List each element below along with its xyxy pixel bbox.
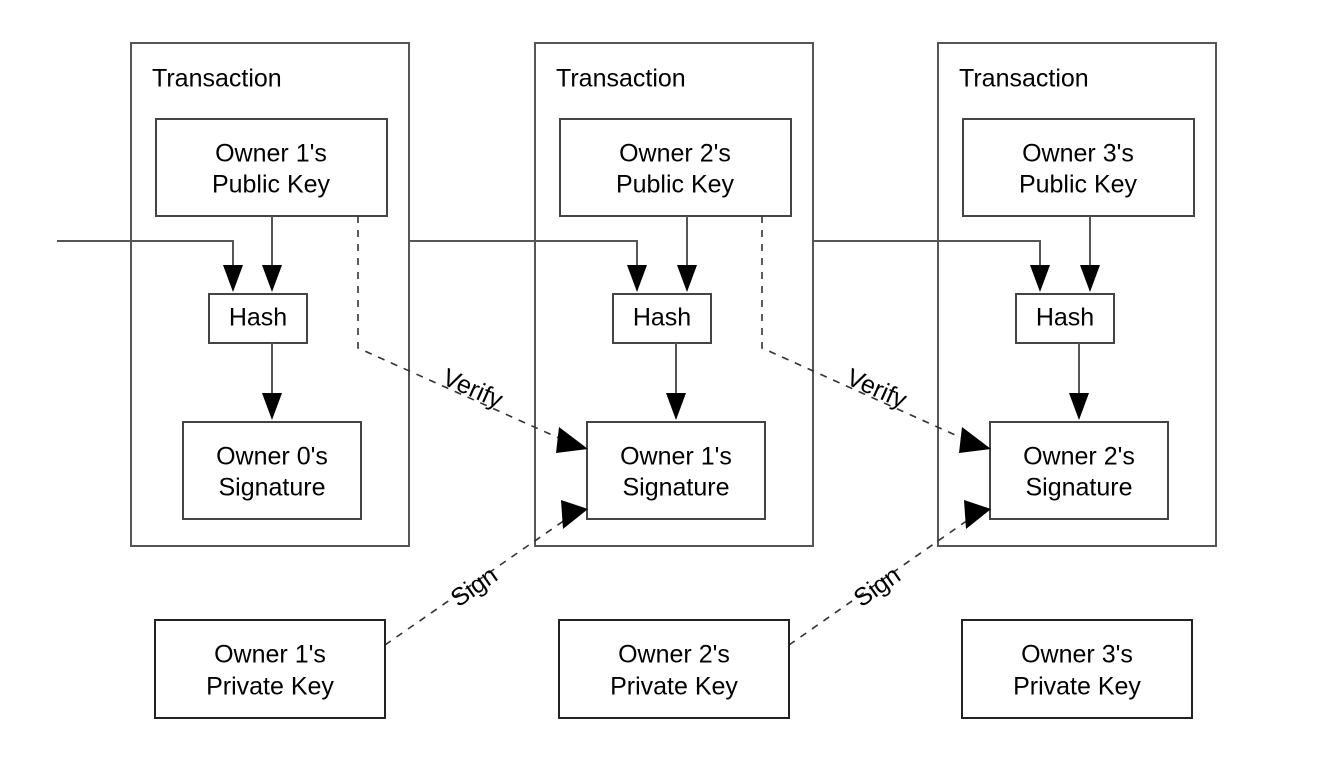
transaction-2-group: Transaction Owner 2's Public Key Hash Ow… bbox=[409, 42, 814, 547]
transaction-1-public-key-line2: Public Key bbox=[212, 171, 331, 199]
transaction-1-signature-box[interactable] bbox=[182, 421, 362, 520]
arrow-head-into-transaction-2-signature bbox=[666, 393, 686, 420]
chain-line-into-transaction-2-hash bbox=[409, 240, 638, 268]
transaction-2-signature-line2: Signature bbox=[622, 474, 729, 502]
transaction-2-signature-box[interactable] bbox=[586, 421, 766, 520]
sign-edge-1-label: Sign bbox=[446, 561, 503, 613]
arrow-head-sign-edge-1 bbox=[561, 500, 588, 529]
transaction-2-hash-box[interactable] bbox=[612, 293, 712, 344]
arrow-head-verify-edge-2 bbox=[959, 427, 991, 453]
transaction-2-hash-label: Hash bbox=[633, 304, 691, 332]
transaction-3-title: Transaction bbox=[959, 65, 1089, 93]
transaction-3-public-key-line2: Public Key bbox=[1019, 171, 1138, 199]
private-key-1-line1: Owner 1's bbox=[214, 641, 326, 669]
transaction-3-public-key-box[interactable] bbox=[962, 118, 1195, 217]
transaction-2-public-key-line1: Owner 2's bbox=[619, 140, 731, 168]
transaction-3-signature-box[interactable] bbox=[989, 421, 1169, 520]
transaction-1-title: Transaction bbox=[152, 65, 282, 93]
private-key-3-box[interactable] bbox=[961, 619, 1193, 719]
private-key-3-line1: Owner 3's bbox=[1021, 641, 1133, 669]
verify-edge-1-line bbox=[357, 216, 571, 444]
transaction-3-signature-line2: Signature bbox=[1025, 474, 1132, 502]
private-key-1-line2: Private Key bbox=[206, 673, 334, 701]
chain-line-into-transaction-1-hash bbox=[57, 240, 234, 268]
transaction-2-public-key-box[interactable] bbox=[559, 118, 792, 217]
arrow-head-verify-edge-1 bbox=[556, 427, 588, 453]
private-key-2-group: Owner 2's Private Key bbox=[558, 619, 790, 719]
private-key-2-line1: Owner 2's bbox=[618, 641, 730, 669]
transaction-2-title: Transaction bbox=[556, 65, 686, 93]
transaction-1-signature-line2: Signature bbox=[218, 474, 325, 502]
arrow-head-into-transaction-2-hash-left bbox=[627, 265, 647, 292]
transaction-3-hash-box[interactable] bbox=[1015, 293, 1115, 344]
arrow-head-into-transaction-1-hash-left bbox=[223, 265, 243, 292]
private-key-1-box[interactable] bbox=[154, 619, 386, 719]
private-key-3-group: Owner 3's Private Key bbox=[961, 619, 1193, 719]
verify-edge-1-label: Verify bbox=[438, 363, 507, 414]
verify-edge-2-label: Verify bbox=[842, 363, 911, 414]
arrow-head-into-transaction-2-hash-right bbox=[677, 265, 697, 292]
transaction-1-hash-box[interactable] bbox=[208, 293, 308, 344]
sign-edge-2-line bbox=[788, 512, 979, 646]
arrow-head-into-transaction-1-hash-right bbox=[262, 265, 282, 292]
transaction-3-signature-line1: Owner 2's bbox=[1023, 443, 1135, 471]
arrow-head-into-transaction-3-signature bbox=[1069, 393, 1089, 420]
transaction-1-hash-label: Hash bbox=[229, 304, 287, 332]
arrow-head-into-transaction-3-hash-right bbox=[1080, 265, 1100, 292]
private-key-3-line2: Private Key bbox=[1013, 673, 1141, 701]
private-key-2-box[interactable] bbox=[558, 619, 790, 719]
transaction-1-public-key-box[interactable] bbox=[155, 118, 388, 217]
arrow-head-into-transaction-3-hash-left bbox=[1030, 265, 1050, 292]
chain-line-into-transaction-3-hash bbox=[813, 240, 1041, 268]
private-key-1-group: Owner 1's Private Key bbox=[154, 619, 386, 719]
transaction-1-group: Transaction Owner 1's Public Key Hash Ow… bbox=[57, 42, 410, 547]
transaction-3-hash-label: Hash bbox=[1036, 304, 1094, 332]
transaction-1-signature-line1: Owner 0's bbox=[216, 443, 328, 471]
transaction-2-public-key-line2: Public Key bbox=[616, 171, 735, 199]
transaction-1-public-key-line1: Owner 1's bbox=[215, 140, 327, 168]
verify-edge-2-line bbox=[761, 216, 974, 444]
sign-edge-1-line bbox=[384, 512, 576, 646]
private-key-2-line2: Private Key bbox=[610, 673, 738, 701]
transaction-3-public-key-line1: Owner 3's bbox=[1022, 140, 1134, 168]
transaction-3-group: Transaction Owner 3's Public Key Hash Ow… bbox=[813, 42, 1217, 547]
arrow-head-into-transaction-1-signature bbox=[262, 393, 282, 420]
arrow-head-sign-edge-2 bbox=[964, 500, 991, 529]
transaction-2-signature-line1: Owner 1's bbox=[620, 443, 732, 471]
